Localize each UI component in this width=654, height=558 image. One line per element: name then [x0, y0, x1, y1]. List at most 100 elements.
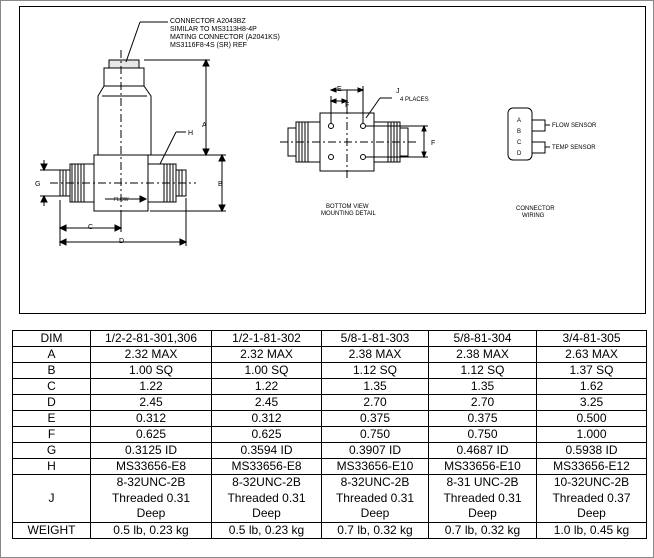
dim-e-label: E: [337, 86, 342, 93]
table-cell: 0.5 lb, 0.23 kg: [211, 521, 322, 539]
table-header-row: DIM 1/2-2-81-301,306 1/2-1-81-302 5/8-1-…: [12, 330, 647, 347]
table-cell-line: 8-31 UNC-2B: [446, 475, 519, 489]
table-cell-line: Deep: [136, 506, 166, 521]
table-cell: MS33656-E10: [321, 458, 429, 475]
table-cell: 0.5938 ID: [536, 442, 647, 459]
dim-g-label: G: [35, 181, 40, 188]
table-cell: 0.375: [321, 410, 429, 427]
table-cell-line: Deep: [252, 506, 281, 521]
table-cell-line: 8-32UNC-2B: [116, 475, 186, 489]
table-cell: 2.70: [428, 394, 537, 411]
table-cell: 1.22: [90, 378, 212, 395]
table-cell: 3.25: [536, 394, 647, 411]
table-cell: 0.312: [211, 410, 322, 427]
table-cell: 0.312: [90, 410, 212, 427]
bottom-view-caption-1: BOTTOM VIEW: [326, 204, 369, 210]
flow-sensor-label: FLOW SENSOR: [552, 123, 597, 129]
table-cell-line: Threaded 0.31: [335, 490, 415, 505]
dim-f-label-top: F: [345, 102, 349, 109]
table-cell: 2.32 MAX: [211, 346, 322, 363]
table-cell: 0.3125 ID: [90, 442, 212, 459]
table-cell: 1.12 SQ: [321, 362, 429, 379]
table-cell: 0.500: [536, 410, 647, 427]
header-cell: 3/4-81-305: [536, 330, 647, 347]
row-label-cell: J: [12, 474, 91, 523]
connector-note-line-2: SIMILAR TO MS3113H8-4P: [170, 26, 257, 33]
dim-h-label: H: [188, 130, 193, 137]
table-cell: MS33656-E8: [211, 458, 322, 475]
table-cell: 1.00 SQ: [211, 362, 322, 379]
pin-c-label: C: [517, 140, 522, 146]
table-cell-line: 10-32UNC-2B: [553, 475, 630, 489]
connector-neck: [97, 67, 152, 156]
bottom-view: [280, 86, 428, 178]
row-label-cell: F: [12, 426, 91, 443]
table-cell: 1.35: [321, 378, 429, 395]
table-cell: 1.12 SQ: [428, 362, 537, 379]
table-cell: 0.375: [428, 410, 537, 427]
table-cell-line: Deep: [360, 506, 390, 521]
table-cell: 0.625: [90, 426, 212, 443]
row-label-cell: D: [12, 394, 91, 411]
table-cell: 1.00 SQ: [90, 362, 212, 379]
table-cell-line: Threaded 0.37: [552, 490, 631, 505]
table-cell: 2.38 MAX: [321, 346, 429, 363]
technical-drawing: CONNECTOR A2043BZ SIMILAR TO MS3113H8-4P…: [35, 18, 597, 246]
row-label-cell: E: [12, 410, 91, 427]
connector-note-line-4: MS3116F8-4S (SR) REF: [170, 42, 247, 49]
table-cell: 0.3907 ID: [321, 442, 429, 459]
table-cell-line: Threaded 0.31: [227, 490, 306, 505]
pin-d-label: D: [517, 151, 522, 157]
table-cell-line: Threaded 0.31: [443, 490, 522, 505]
table-cell: MS33656-E10: [428, 458, 537, 475]
header-cell: 5/8-1-81-303: [321, 330, 429, 347]
header-cell: 5/8-81-304: [428, 330, 537, 347]
row-label-cell: H: [12, 458, 91, 475]
table-cell: 0.750: [428, 426, 537, 443]
pin-a-label: A: [517, 118, 521, 124]
table-cell: 2.63 MAX: [536, 346, 647, 363]
row-label-cell: B: [12, 362, 91, 379]
table-cell: 2.70: [321, 394, 429, 411]
flow-label: FLOW: [114, 197, 129, 203]
header-cell: DIM: [12, 330, 91, 347]
connector-note-line-3: MATING CONNECTOR (A2041KS): [170, 34, 280, 41]
header-cell: 1/2-2-81-301,306: [90, 330, 212, 347]
table-cell: 2.45: [211, 394, 322, 411]
j-places-note: 4 PLACES: [400, 97, 429, 103]
dim-j-label: J: [396, 88, 400, 95]
dim-f-label-side: F: [431, 140, 435, 147]
row-label-cell: A: [12, 346, 91, 363]
table-cell: 0.7 lb, 0.32 kg: [321, 521, 429, 539]
table-cell: 1.37 SQ: [536, 362, 647, 379]
dim-c-label: C: [88, 224, 93, 231]
table-cell-line: Deep: [468, 506, 497, 521]
table-cell: 0.625: [211, 426, 322, 443]
drawing-frame: [19, 6, 646, 314]
dim-d-label: D: [119, 238, 124, 245]
table-cell: 2.32 MAX: [90, 346, 212, 363]
table-cell: MS33656-E8: [90, 458, 212, 475]
table-cell: 1.35: [428, 378, 537, 395]
bottom-view-caption-2: MOUNTING DETAIL: [321, 211, 377, 217]
table-cell-line: Deep: [577, 506, 606, 521]
table-cell: 0.7 lb, 0.32 kg: [428, 521, 537, 539]
connector-note-line-1: CONNECTOR A2043BZ: [170, 18, 246, 25]
dim-b-label: B: [218, 181, 223, 188]
header-cell: 1/2-1-81-302: [211, 330, 322, 347]
table-cell-line: 8-32UNC-2B: [340, 475, 410, 489]
dim-a-label: A: [202, 122, 207, 129]
dimensions-table: DIM 1/2-2-81-301,306 1/2-1-81-302 5/8-1-…: [12, 330, 647, 539]
table-cell: 2.45: [90, 394, 212, 411]
row-label-cell: C: [12, 378, 91, 395]
